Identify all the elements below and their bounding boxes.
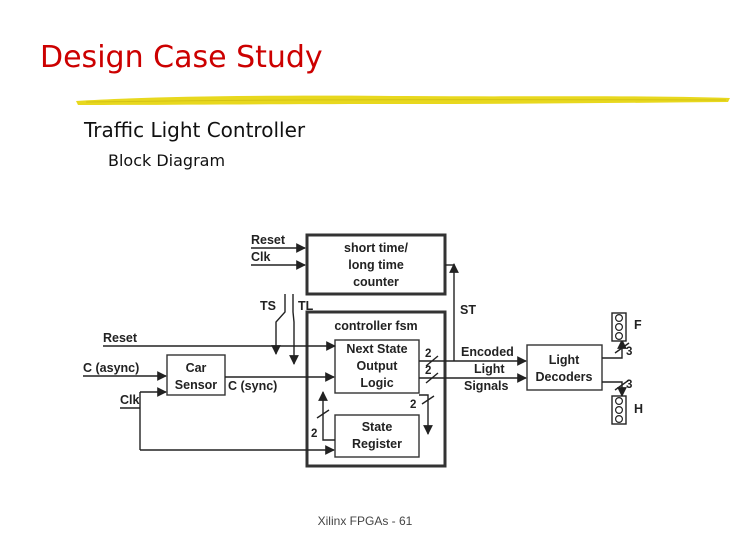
bus-width-encoded-mid: 2 <box>425 365 431 377</box>
bus-slash-state-in <box>316 409 330 419</box>
state-register-box <box>334 414 420 458</box>
next-state-to-register-wire <box>419 394 433 435</box>
highway-light-label: H <box>634 402 643 416</box>
bus-slash-encoded-top <box>425 355 439 367</box>
timer-clk-label: Clk <box>251 250 271 264</box>
ts-wire <box>271 294 286 355</box>
encoded-label-line-3: Signals <box>464 379 509 393</box>
bus-slash-encoded-mid <box>425 372 439 384</box>
car-sensor-box <box>166 354 226 396</box>
slide-title: Design Case Study <box>40 40 323 75</box>
tl-wire <box>289 294 299 365</box>
controller-fsm-box <box>305 310 447 468</box>
bus-slash-state-out <box>421 395 435 405</box>
bus-width-encoded-top: 2 <box>425 348 431 360</box>
title-underline-brushstroke <box>76 95 730 105</box>
car-sensor-label-line-1: Car <box>186 361 207 375</box>
light-decoders-box <box>526 344 603 391</box>
clk-input-label: Clk <box>120 393 140 407</box>
tl-label: TL <box>298 299 314 313</box>
decoders-label-line-2: Decoders <box>536 370 593 384</box>
encoded-label-line-2: Light <box>474 362 505 376</box>
timer-label-line-2: long time <box>348 258 404 272</box>
ts-label: TS <box>260 299 276 313</box>
farm-light-label: F <box>634 318 642 332</box>
next-state-label-line-1: Next State <box>346 342 407 356</box>
bus-width-state-out: 2 <box>410 399 416 411</box>
next-state-label-line-2: Output <box>357 359 399 373</box>
bus-slash-decoder-bottom <box>614 379 630 391</box>
slide-footer: Xilinx FPGAs - 61 <box>317 514 413 528</box>
register-to-next-state-wire <box>318 391 335 441</box>
timer-label-line-3: counter <box>353 275 399 289</box>
slide-subtitle: Traffic Light Controller <box>84 118 306 142</box>
next-state-label-line-3: Logic <box>360 376 393 390</box>
highway-traffic-light-icon <box>611 395 627 425</box>
c-async-input-label: C (async) <box>83 361 139 375</box>
slide-subsubtitle: Block Diagram <box>108 151 226 170</box>
bus-width-decoder-top: 3 <box>626 346 632 358</box>
timer-reset-label: Reset <box>251 233 286 247</box>
car-sensor-label-line-2: Sensor <box>175 378 218 392</box>
decoder-to-highway-wire <box>602 381 627 397</box>
decoder-to-farm-wire <box>602 339 627 359</box>
farm-traffic-light-icon <box>611 312 627 342</box>
encoded-label-line-1: Encoded <box>461 345 514 359</box>
st-label: ST <box>460 303 476 317</box>
decoders-label-line-1: Light <box>549 353 580 367</box>
bus-width-state-in: 2 <box>311 428 317 440</box>
timer-label-line-1: short time/ <box>344 241 408 255</box>
state-register-label-line-1: State <box>362 420 393 434</box>
reset-input-label: Reset <box>103 331 138 345</box>
state-register-label-line-2: Register <box>352 437 402 451</box>
bus-width-decoder-bottom: 3 <box>626 379 632 391</box>
fsm-label: controller fsm <box>334 319 417 333</box>
bus-slash-decoder-top <box>614 342 630 354</box>
c-sync-label: C (sync) <box>228 379 277 393</box>
next-state-logic-box <box>334 339 420 394</box>
